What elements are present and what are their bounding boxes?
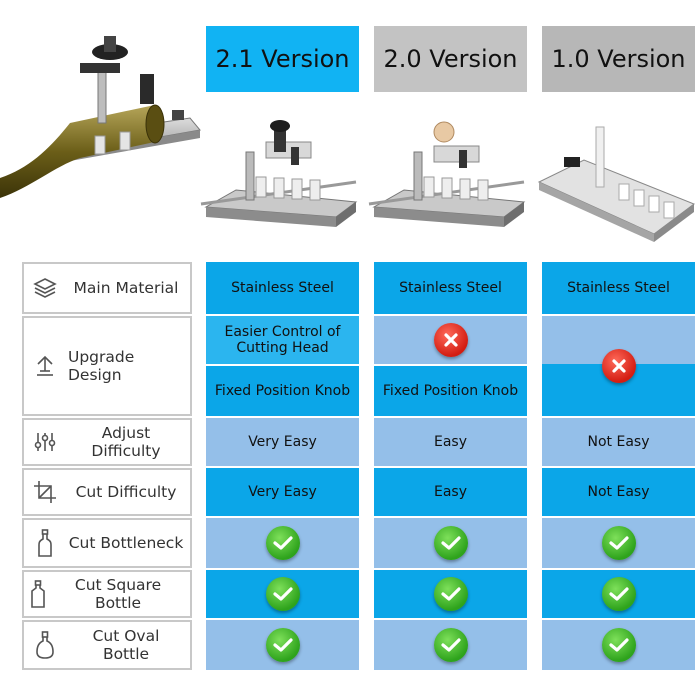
product-image-v21 [200, 120, 358, 227]
upload-icon [30, 354, 60, 378]
sliders-icon [30, 431, 60, 453]
check-icon [265, 628, 300, 662]
header-v10-label: 1.0 Version [551, 45, 686, 73]
check-icon [433, 628, 468, 662]
cell-text: Stainless Steel [231, 280, 334, 296]
check-icon [433, 577, 468, 611]
v20-cut-square-bottle [374, 570, 527, 618]
header-v10: 1.0 Version [542, 26, 695, 92]
v21-cut-square-bottle [206, 570, 359, 618]
cell-text: Fixed Position Knob [382, 383, 519, 399]
check-icon [433, 526, 468, 560]
row-label-cut-difficulty: Cut Difficulty [22, 468, 192, 516]
row-label-text: Adjust Difficulty [91, 424, 161, 460]
product-image-v20 [368, 121, 526, 227]
v20-upgrade-design-a [374, 316, 527, 364]
square-bottle-icon [26, 580, 50, 608]
v10-cut-bottleneck [542, 518, 695, 568]
check-icon [265, 526, 300, 560]
cell-text: Very Easy [248, 434, 317, 450]
cell-text: Stainless Steel [567, 280, 670, 296]
bottle-icon [30, 529, 60, 557]
crop-icon [30, 480, 60, 504]
row-label-cut-bottleneck: Cut Bottleneck [22, 518, 192, 568]
hero-bottle-cutter-image [0, 36, 201, 198]
v20-upgrade-design-b: Fixed Position Knob [374, 366, 527, 416]
header-v21-label: 2.1 Version [215, 45, 350, 73]
cell-text: Stainless Steel [399, 280, 502, 296]
check-icon [601, 526, 636, 560]
product-image-v10 [537, 126, 696, 242]
check-icon [601, 628, 636, 662]
cell-text: Easy [433, 434, 467, 450]
row-label-cut-square-bottle: Cut Square Bottle [22, 570, 192, 618]
v20-cut-difficulty: Easy [374, 468, 527, 516]
cell-text: Fixed Position Knob [214, 383, 351, 399]
cell-text: Not Easy [587, 484, 650, 500]
v21-adjust-difficulty: Very Easy [206, 418, 359, 466]
row-label-text: Cut Bottleneck [68, 534, 184, 552]
cross-icon [433, 323, 468, 357]
row-label-text: Cut Oval Bottle [92, 627, 160, 663]
v10-adjust-difficulty: Not Easy [542, 418, 695, 466]
v21-cut-difficulty: Very Easy [206, 468, 359, 516]
v21-upgrade-design-b: Fixed Position Knob [206, 366, 359, 416]
row-label-text: Upgrade Design [68, 348, 135, 384]
cell-text: Easier Control of Cutting Head [224, 324, 341, 356]
header-v20-label: 2.0 Version [383, 45, 518, 73]
cross-icon [601, 349, 636, 383]
v20-cut-bottleneck [374, 518, 527, 568]
v10-upgrade-design [542, 316, 695, 416]
oval-bottle-icon [30, 631, 60, 659]
v21-cut-oval-bottle [206, 620, 359, 670]
row-label-text: Main Material [73, 279, 179, 297]
v10-main-material: Stainless Steel [542, 262, 695, 314]
cell-text: Not Easy [587, 434, 650, 450]
v21-main-material: Stainless Steel [206, 262, 359, 314]
row-label-cut-oval-bottle: Cut Oval Bottle [22, 620, 192, 670]
v21-cut-bottleneck [206, 518, 359, 568]
row-label-text: Cut Square Bottle [74, 576, 162, 612]
v21-upgrade-design-a: Easier Control of Cutting Head [206, 316, 359, 364]
check-icon [601, 577, 636, 611]
row-label-adjust-difficulty: Adjust Difficulty [22, 418, 192, 466]
row-label-main-material: Main Material [22, 262, 192, 314]
v10-cut-difficulty: Not Easy [542, 468, 695, 516]
cell-text: Easy [433, 484, 467, 500]
header-v21: 2.1 Version [206, 26, 359, 92]
cell-text: Very Easy [248, 484, 317, 500]
row-label-upgrade-design: Upgrade Design [22, 316, 192, 416]
v10-cut-square-bottle [542, 570, 695, 618]
v10-cut-oval-bottle [542, 620, 695, 670]
header-v20: 2.0 Version [374, 26, 527, 92]
v20-cut-oval-bottle [374, 620, 527, 670]
check-icon [265, 577, 300, 611]
v20-adjust-difficulty: Easy [374, 418, 527, 466]
row-label-text: Cut Difficulty [75, 483, 177, 501]
layers-icon [30, 277, 60, 299]
v20-main-material: Stainless Steel [374, 262, 527, 314]
